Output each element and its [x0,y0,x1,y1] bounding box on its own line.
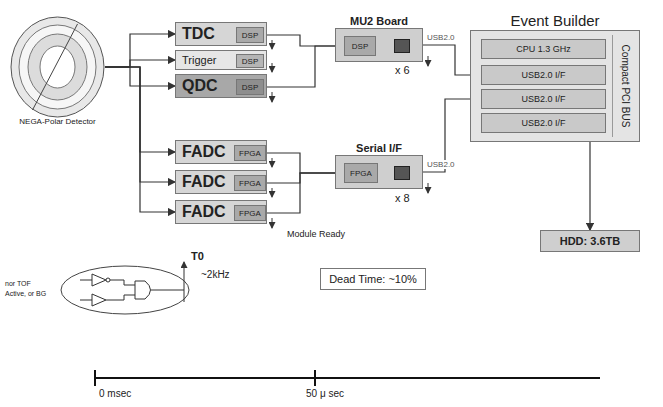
node-label: Dead Time: ~10% [329,273,417,285]
usb-chip [394,166,410,180]
node-label: FPGA [239,179,261,188]
input-name: Active, or BG [4,290,47,297]
bus-label: Compact PCI BUS [620,45,631,128]
node-label: USB2.0 I/F [521,70,565,80]
usb-interface: USB2.0 I/F [481,113,606,133]
dsp-chip: DSP [344,36,376,56]
usb-interface: USB2.0 I/F [481,89,606,109]
fpga-chip: FPGA [234,175,266,191]
node-label: Trigger [182,54,216,66]
note-box: Dead Time: ~10% [320,268,426,290]
detector: NEGA-Polar Detector [10,16,105,118]
dsp-chip: DSP [236,27,264,43]
node-label: USB2.0 I/F [521,118,565,128]
node-label: MU2 Board [350,15,408,27]
bus-column: Compact PCI BUS [612,35,637,137]
node-label: FPGA [239,149,261,158]
storage-box: HDD: 3.6TB [540,230,640,252]
module-box: FADC FPGA [175,170,267,194]
connector [266,153,344,173]
dsp-chip: DSP [236,79,264,95]
connector [105,60,175,67]
edge-label: USB2.0 [426,33,456,42]
node-label: CPU 1.3 GHz [516,44,571,54]
multiplicity: x 8 [394,192,411,204]
board-box: MU2 BoardDSP [335,28,423,62]
node-label: USB2.0 I/F [521,94,565,104]
connector [589,142,590,230]
connector [264,46,344,87]
connector [264,35,344,46]
node-label: FPGA [350,169,372,178]
signal-name: Module Ready [286,229,346,239]
node-label: DSP [352,42,368,51]
node-label: TDC [182,25,215,43]
usb-chip [394,39,410,53]
multiplicity: x 6 [394,64,411,76]
detector-drawing [10,16,105,118]
logic-gates [80,262,184,306]
module-box: QDC DSP [175,74,267,98]
node-label: Serial I/F [356,142,402,154]
module-box: FADC FPGA [175,140,267,164]
frequency: ~2kHz [200,269,231,280]
module-ready-stubs [272,40,428,228]
node-label: FADC [182,203,226,221]
node-label: FADC [182,143,226,161]
timeline [95,370,600,386]
event-builder: Event BuilderCompact PCI BUSCPU 1.3 GHzU… [470,30,640,142]
fpga-chip: FPGA [234,145,266,161]
edge-label: USB2.0 [426,160,456,169]
fpga-chip: FPGA [234,205,266,221]
node-label: FPGA [239,209,261,218]
input-name: nor TOF [4,280,32,287]
connector [266,173,344,183]
dsp-chip: DSP [236,54,264,68]
node-label: DSP [242,83,258,92]
node-label: HDD: 3.6TB [560,235,621,247]
node-label: DSP [242,31,258,40]
node-label: NEGA-Polar Detector [10,118,105,127]
connector [266,173,344,213]
usb-interface: USB2.0 I/F [481,65,606,85]
time-mark: 50 μ sec [305,388,345,399]
connector [105,34,175,67]
node-label: Event Builder [510,12,599,29]
module-box: TDC DSP [175,22,267,46]
node-label: QDC [182,77,218,95]
connector [105,67,175,212]
node-label: DSP [242,57,258,66]
signal-name: T0 [190,250,205,262]
node-label: FADC [182,173,226,191]
time-mark: 0 msec [98,388,132,399]
cpu-box: CPU 1.3 GHz [481,39,606,59]
module-box: Trigger DSP [175,50,267,70]
module-box: FADC FPGA [175,200,267,224]
fpga-chip: FPGA [344,163,378,183]
board-box: Serial I/FFPGA [335,155,423,189]
